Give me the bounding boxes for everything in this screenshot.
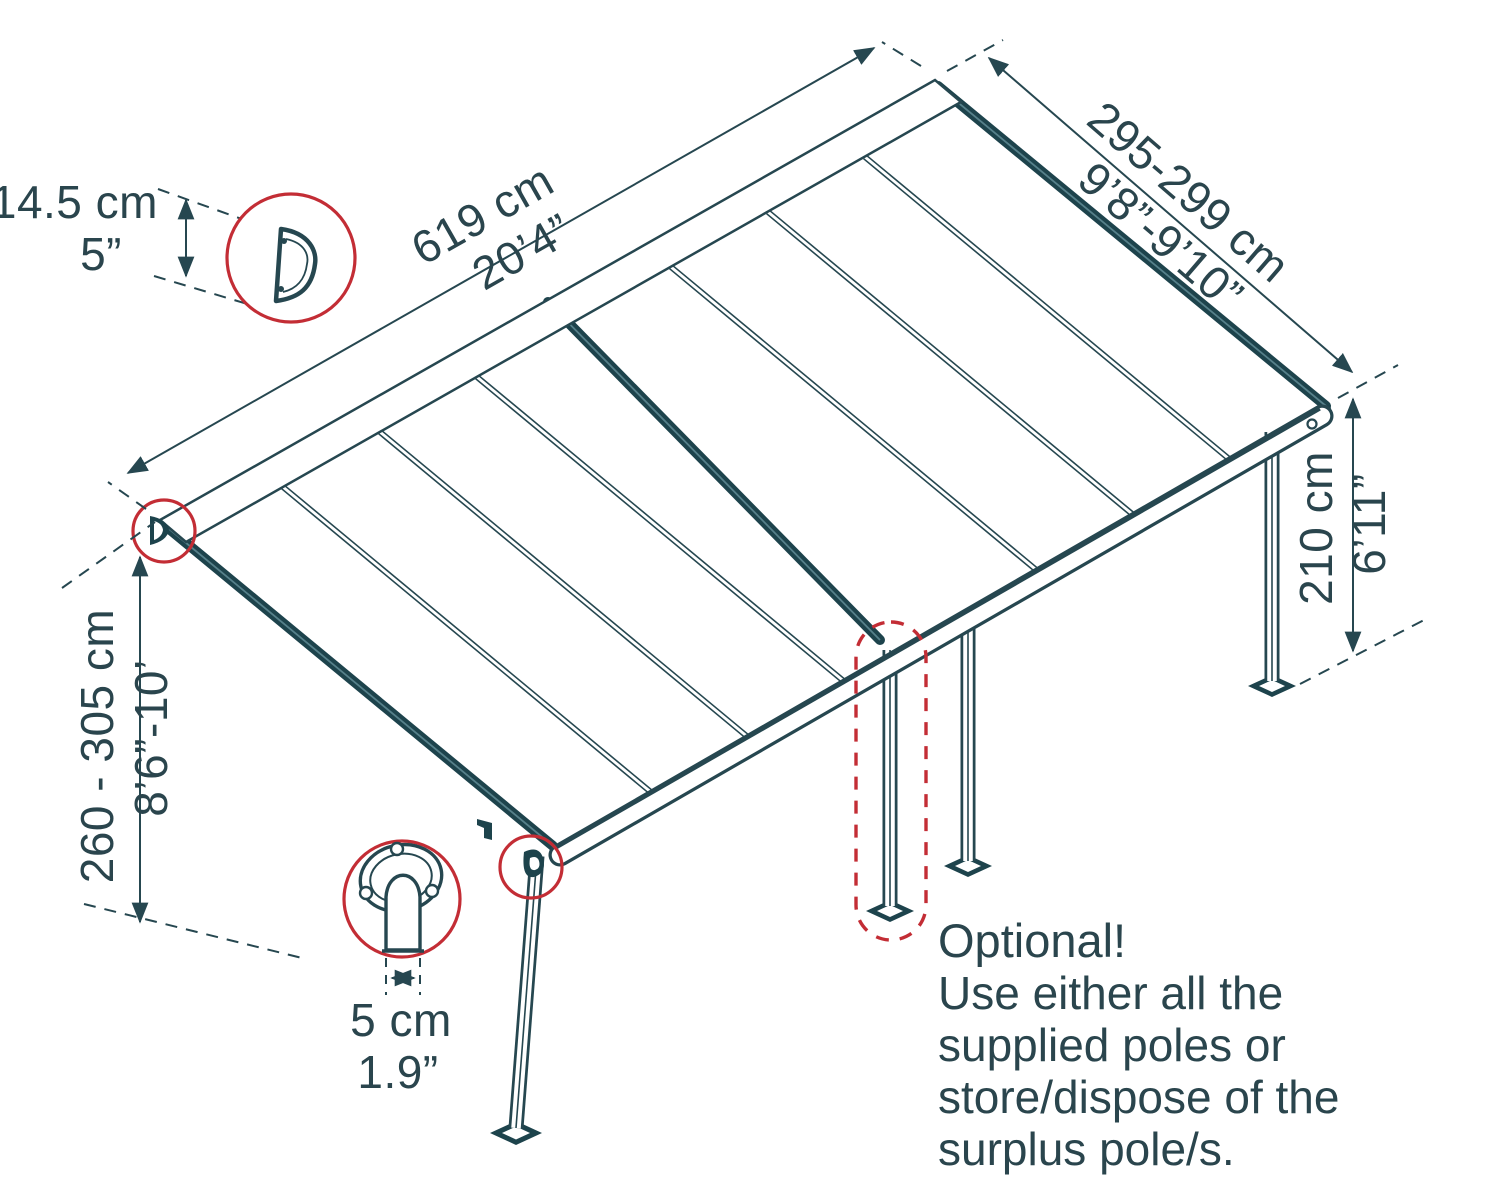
gutter-beam <box>477 404 1334 878</box>
optional-note-line-3: store/dispose of the <box>938 1071 1339 1123</box>
dimension-post-height: 210 cm 6’11” <box>1290 397 1425 685</box>
detail-pole-in-label: 1.9” <box>357 1046 438 1098</box>
dim-post-height-cm-label: 210 cm <box>1290 451 1342 605</box>
detail-profile-callout: 14.5 cm 5” <box>0 176 357 324</box>
detail-pole-cm-label: 5 cm <box>350 994 452 1046</box>
post-front-left <box>508 855 545 1129</box>
optional-note-line-2: supplied poles or <box>938 1019 1286 1071</box>
post-base-plates <box>490 675 1296 1145</box>
detail-circle-gutter-corner <box>498 834 564 900</box>
gutter-end-screw <box>1306 418 1318 430</box>
detail-profile-in-label: 5” <box>80 228 122 280</box>
rail-profile-shape <box>273 226 318 304</box>
dim-attach-height-in-label: 8’6”-10’ <box>125 659 177 816</box>
posts <box>490 432 1296 1145</box>
optional-pole-outline <box>854 620 928 942</box>
gutter-bracket <box>477 819 492 840</box>
dim-post-height-in-label: 6’11” <box>1343 473 1395 574</box>
detail-pole-callout: 5 cm 1.9” <box>342 839 462 1098</box>
pole-elbow <box>384 873 422 952</box>
optional-note-line-4: surplus pole/s. <box>938 1123 1235 1175</box>
dim-attach-height-cm-label: 260 - 305 cm <box>71 609 123 883</box>
optional-note: Optional! Use either all the supplied po… <box>938 914 1339 1175</box>
dimension-attach-height: 260 - 305 cm 8’6”-10’ <box>61 521 303 959</box>
detail-profile-cm-label: 14.5 cm <box>0 176 158 228</box>
detail-circle-rail-end <box>131 498 197 564</box>
optional-note-title: Optional! <box>938 914 1126 967</box>
optional-note-line-1: Use either all the <box>938 967 1283 1019</box>
